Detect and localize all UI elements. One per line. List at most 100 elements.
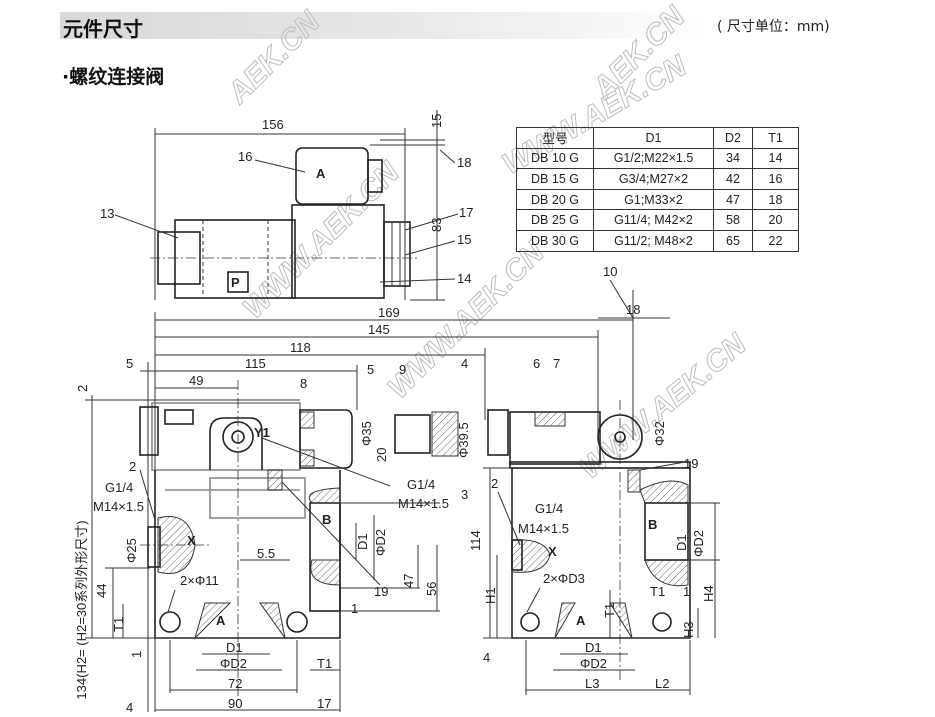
dimension-label: 49: [189, 373, 203, 388]
table-cell: G11/2; M48×2: [593, 229, 714, 252]
dimension-label: M14×1.5: [398, 496, 449, 511]
dimension-label: 83: [429, 218, 444, 232]
dimension-label: G1/4: [407, 477, 435, 492]
dimension-label: 2×Φ11: [180, 573, 219, 588]
table-cell: G1;M33×2: [593, 188, 714, 211]
dimension-label: 15: [457, 232, 471, 247]
dimension-label: 156: [262, 117, 284, 132]
dimension-label: 1: [683, 584, 690, 599]
dimension-label: H4: [701, 585, 716, 602]
table-header-row: 型号 D1 D2 T1: [516, 127, 799, 149]
dimension-label: L2: [655, 676, 669, 691]
table-cell: 65: [713, 229, 753, 252]
table-cell: G1/2;M22×1.5: [593, 147, 714, 170]
dimension-label: Φ35: [359, 421, 374, 446]
dimension-label: 44: [94, 584, 109, 598]
dimension-label: 1: [129, 651, 144, 658]
dimension-label: Φ39.5: [456, 422, 471, 458]
table-cell: 16: [752, 168, 799, 190]
dimension-label: 16: [238, 149, 252, 164]
dimension-label: 19: [374, 584, 388, 599]
dimension-label: 2: [75, 385, 90, 392]
dimension-label: 90: [228, 696, 242, 711]
dimension-label: T1: [602, 603, 617, 618]
dimension-label: 9: [399, 362, 406, 377]
dimension-label: 47: [401, 574, 416, 588]
table-cell: DB 10 G: [516, 147, 594, 170]
dimension-label: X: [187, 533, 196, 548]
dimension-label: A: [576, 613, 586, 628]
dimension-label: H3: [681, 621, 696, 638]
dimension-label: A: [316, 166, 326, 181]
dimension-label: 10: [603, 264, 617, 279]
dimension-label: 115: [245, 356, 266, 371]
dimension-label: G1/4: [535, 501, 563, 516]
table-cell: G11/4; M42×2: [593, 209, 714, 231]
dimension-label: 3: [461, 487, 468, 502]
dimension-label: 19: [684, 456, 698, 471]
column-header: D2: [713, 127, 753, 149]
dimension-label: 72: [228, 676, 242, 691]
dimension-label: 114: [468, 530, 483, 551]
table-cell: 14: [752, 147, 799, 170]
dimension-label: M14×1.5: [518, 521, 569, 536]
dimension-label: D1: [226, 640, 243, 655]
dimension-label: 18: [457, 155, 471, 170]
dimension-label: 8: [300, 376, 307, 391]
dimension-label: Φ32: [652, 421, 667, 446]
dimension-label: 134(H2= (H2=30系列外形尺寸): [74, 520, 89, 699]
table-cell: 42: [713, 168, 753, 190]
table-cell: DB 15 G: [516, 168, 594, 190]
dimension-label: D1: [355, 533, 370, 550]
dimension-label: B: [648, 517, 657, 532]
dimension-label: ΦD2: [373, 529, 388, 556]
table-cell: DB 30 G: [516, 229, 594, 252]
dimension-label: 7: [553, 356, 560, 371]
dimension-label: T1: [317, 656, 332, 671]
dimension-label: 17: [459, 205, 473, 220]
dimension-label: T1: [111, 617, 126, 632]
column-header: T1: [752, 127, 799, 149]
dimension-label: 17: [317, 696, 331, 711]
dimension-label: 14: [457, 271, 471, 286]
dimension-label: T1: [650, 584, 665, 599]
table-cell: 47: [713, 188, 753, 211]
dimension-label: 15: [429, 114, 444, 128]
table-cell: DB 25 G: [516, 209, 594, 231]
dimension-label: 5: [126, 356, 133, 371]
dimension-label: 118: [290, 340, 311, 355]
dimension-label: 2: [491, 476, 498, 491]
dimension-label: 145: [368, 322, 390, 337]
table-cell: 22: [752, 229, 799, 252]
dimension-label: 6: [533, 356, 540, 371]
top-view-solenoid: [114, 110, 459, 301]
dimension-label: 4: [483, 650, 490, 665]
table-cell: 58: [713, 209, 753, 231]
watermark: AEK.CN: [221, 4, 327, 110]
dimension-label: 1: [351, 601, 358, 616]
dimension-label: 2×ΦD3: [543, 571, 585, 586]
dimension-label: X: [548, 544, 557, 559]
dimension-label: 2: [129, 459, 136, 474]
dimension-label: M14×1.5: [93, 499, 144, 514]
dimension-label: A: [216, 613, 226, 628]
column-header: D1: [593, 127, 714, 149]
dimension-label: G1/4: [105, 480, 133, 495]
table-cell: 20: [752, 209, 799, 231]
side-view-right: [483, 400, 720, 695]
table-cell: G3/4;M27×2: [593, 168, 714, 190]
dimension-label: 4: [461, 356, 468, 371]
section-subtitle: ·螺纹连接阀: [62, 66, 165, 88]
table-cell: 18: [752, 188, 799, 211]
section-header-bar: [60, 12, 710, 39]
dimension-label: B: [322, 512, 331, 527]
dimension-label: D1: [674, 534, 689, 551]
dimension-label: Y1: [254, 425, 270, 440]
